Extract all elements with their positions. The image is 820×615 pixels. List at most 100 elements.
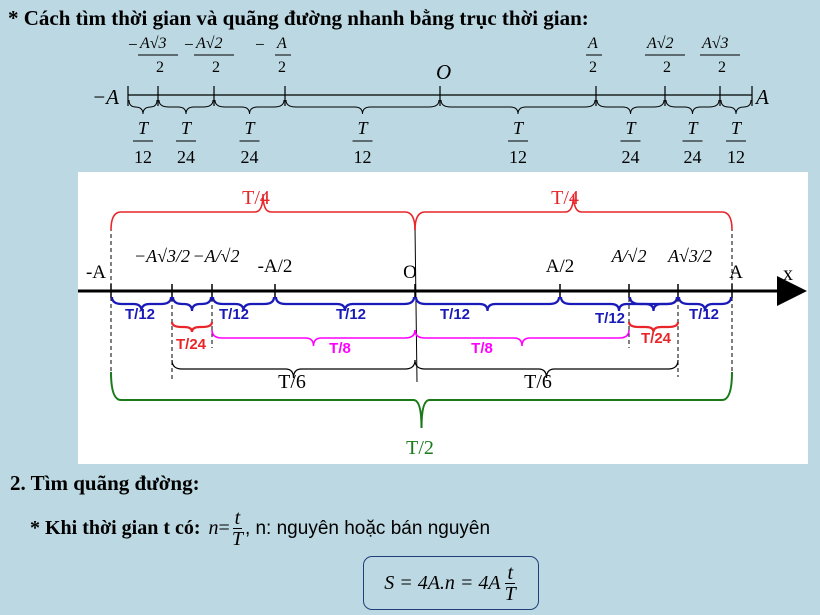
interval-numerator: T <box>244 118 256 138</box>
point-denominator: 2 <box>663 59 671 76</box>
half-label: T/2 <box>406 437 434 459</box>
condition-line: * Khi thời gian t có: n = t T , n: nguyê… <box>30 508 490 549</box>
interval-denominator: 24 <box>622 147 640 167</box>
half-period-brace <box>110 371 733 429</box>
interval-numerator: T <box>625 118 637 138</box>
label-pos-a-sqrt2: A/√2 <box>611 246 647 266</box>
interval-denominator: 24 <box>241 147 259 167</box>
interval-duration-label: T 12 <box>352 118 373 167</box>
axis-point-label: A2 <box>586 35 602 76</box>
interval-numerator: T <box>357 118 369 138</box>
interval-numerator: T <box>138 118 150 138</box>
axis-right-end: A <box>754 85 769 109</box>
interval-brace <box>214 99 285 115</box>
interval-numerator: T <box>731 118 743 138</box>
axis-left-end: −A <box>92 85 119 109</box>
interval-denominator: 24 <box>177 147 195 167</box>
interval-duration-label: T 12 <box>508 118 528 167</box>
condition-tail: , n: nguyên hoặc bán nguyên <box>244 517 491 539</box>
interval-denominator: 12 <box>509 147 527 167</box>
axis-point-label: −A√2 2 <box>184 35 234 76</box>
eighth-label: T/8 <box>471 340 493 357</box>
twelfth-label: T/12 <box>336 306 366 323</box>
axis-point-label: A√22 <box>645 35 685 76</box>
interval-denominator: 24 <box>684 147 702 167</box>
sixth-label: T/6 <box>278 371 306 393</box>
condition-eq: = <box>218 517 230 539</box>
twenty-fourth-period-brace <box>627 321 680 333</box>
interval-brace <box>158 99 214 115</box>
axis-point-label: −A√3 2 <box>128 35 178 76</box>
twelfth-label: T/12 <box>219 306 249 323</box>
interval-duration-label: T 12 <box>726 118 746 167</box>
formula-fraction-den: T <box>504 582 516 605</box>
formula-fraction-num: t <box>505 561 515 584</box>
point-sign: − <box>128 35 138 54</box>
twenty-fourth-period-brace <box>170 321 214 333</box>
point-numerator: A√2 <box>195 35 223 52</box>
interval-numerator: T <box>181 118 193 138</box>
interval-brace <box>285 99 440 115</box>
point-numerator: A <box>276 35 287 52</box>
interval-denominator: 12 <box>354 147 372 167</box>
point-numerator: A√3 <box>701 35 729 52</box>
condition-fraction-den: T <box>231 528 243 550</box>
point-denominator: 2 <box>589 59 597 76</box>
point-denominator: 2 <box>156 59 164 76</box>
point-denominator: 2 <box>278 59 286 76</box>
interval-numerator: T <box>687 118 699 138</box>
interval-brace <box>720 99 752 115</box>
twelfth-period-brace <box>414 296 561 312</box>
twelfth-period-brace <box>211 296 276 312</box>
twelfth-period-brace <box>110 296 173 312</box>
formula-fraction: t T <box>505 563 516 604</box>
point-numerator: A <box>587 35 598 52</box>
eighth-period-brace <box>211 329 416 347</box>
quarter-period-brace-right <box>414 193 733 231</box>
axis-point-label: A√32 <box>700 35 740 76</box>
point-denominator: 2 <box>212 59 220 76</box>
twenty-fourth-label: T/24 <box>176 336 207 353</box>
label-neg-a-sqrt2: −A/√2 <box>192 246 239 266</box>
twelfth-label: T/12 <box>689 306 719 323</box>
sixth-period-brace <box>414 359 679 379</box>
twelfth-label: T/12 <box>440 306 470 323</box>
point-sign: − <box>184 35 194 54</box>
point-numerator: A√2 <box>646 35 674 52</box>
page-heading: * Cách tìm thời gian và quãng đường nhan… <box>8 6 589 30</box>
point-sign: − <box>255 35 265 54</box>
label-origin: O <box>403 262 417 283</box>
sixth-period-brace <box>171 359 416 379</box>
quarter-label-left: T/4 <box>242 187 270 209</box>
interval-duration-label: T 12 <box>133 118 153 167</box>
condition-fraction-num: t <box>232 507 243 529</box>
condition-n: n <box>208 517 219 539</box>
label-pos-half: A/2 <box>546 256 575 277</box>
distance-formula-box: S = 4A.n = 4A t T <box>363 556 539 610</box>
axis-origin: O <box>436 60 451 84</box>
interval-duration-label: T 24 <box>239 118 260 167</box>
twenty-fourth-label: T/24 <box>641 330 672 347</box>
twelfth-period-brace <box>677 296 733 312</box>
interval-denominator: 12 <box>727 147 745 167</box>
interval-duration-label: T 24 <box>176 118 196 167</box>
twelfth-period-brace <box>274 296 416 312</box>
interval-brace <box>128 99 158 115</box>
point-denominator: 2 <box>718 59 726 76</box>
twelfth-period-brace <box>628 296 679 312</box>
point-numerator: A√3 <box>139 35 167 52</box>
interval-numerator: T <box>513 118 525 138</box>
quarter-label-right: T/4 <box>551 187 579 209</box>
label-neg-a: -A <box>86 262 106 283</box>
interval-brace <box>440 99 596 115</box>
axis-point-label: −A 2 <box>255 35 291 76</box>
twelfth-label: T/12 <box>125 306 155 323</box>
sixth-label: T/6 <box>524 371 552 393</box>
interval-duration-label: T 24 <box>620 118 641 167</box>
label-neg-a-sqrt3: −A√3/2 <box>134 246 190 266</box>
section-title: 2. Tìm quãng đường: <box>10 471 200 495</box>
x-axis-label: x <box>783 263 793 285</box>
interval-denominator: 12 <box>134 147 152 167</box>
formula-left: S = 4A.n = 4A <box>384 571 501 594</box>
